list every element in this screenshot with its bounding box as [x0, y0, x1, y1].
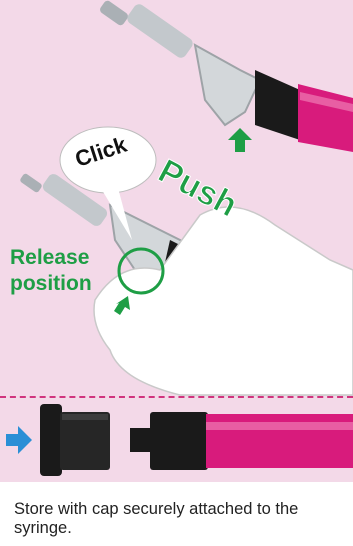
storage-illustration — [0, 398, 353, 482]
syringe-body — [130, 412, 353, 470]
storage-caption: Store with cap securely attached to the … — [14, 500, 344, 538]
syringe-cap — [40, 404, 110, 476]
illustration-top-panel: Click Push Release position — [0, 0, 353, 398]
release-label-line1: Release — [10, 245, 92, 271]
push-arrow-icon — [228, 128, 252, 152]
release-label-line2: position — [10, 271, 92, 297]
storage-illustration-panel — [0, 398, 353, 482]
blue-arrow-icon — [6, 426, 32, 454]
release-position-label: Release position — [10, 245, 92, 297]
upper-syringe — [99, 0, 353, 152]
